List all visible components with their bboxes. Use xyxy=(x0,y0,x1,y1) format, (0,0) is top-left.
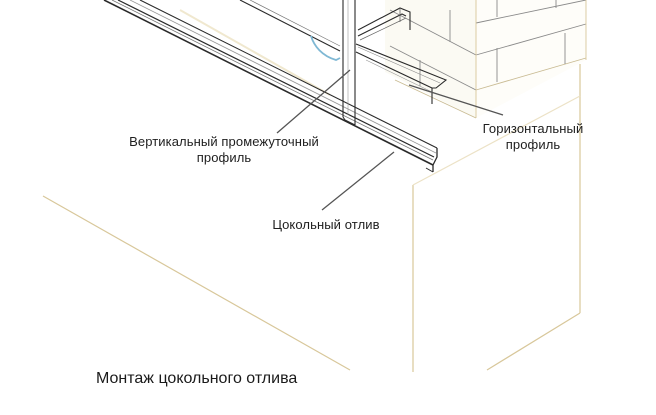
label-plinth-sill: Цокольный отлив xyxy=(256,217,396,233)
leader-vertical-profile xyxy=(276,69,351,134)
plinth-sill-profile xyxy=(103,0,438,173)
brick-wall xyxy=(385,0,587,119)
leader-horizontal-profile xyxy=(408,84,504,116)
horizontal-profile xyxy=(355,7,448,104)
label-plinth-sill-line1: Цокольный отлив xyxy=(272,217,380,232)
anchor-wire xyxy=(310,35,341,61)
label-vertical-profile-line1: Вертикальный промежуточный xyxy=(129,134,319,149)
label-horizontal-profile-line1: Горизонтальный xyxy=(482,121,584,136)
vertical-profile xyxy=(342,0,356,126)
label-horizontal-profile-line2: профиль xyxy=(505,137,561,152)
label-vertical-profile: Вертикальный промежуточный профиль xyxy=(108,134,340,166)
label-horizontal-profile: Горизонтальный профиль xyxy=(465,121,601,153)
leader-lines xyxy=(276,69,504,211)
label-vertical-profile-line2: профиль xyxy=(196,150,252,165)
diagram-title: Монтаж цокольного отлива xyxy=(96,370,298,387)
plinth-outline xyxy=(42,9,581,372)
leader-plinth-sill xyxy=(321,151,395,211)
